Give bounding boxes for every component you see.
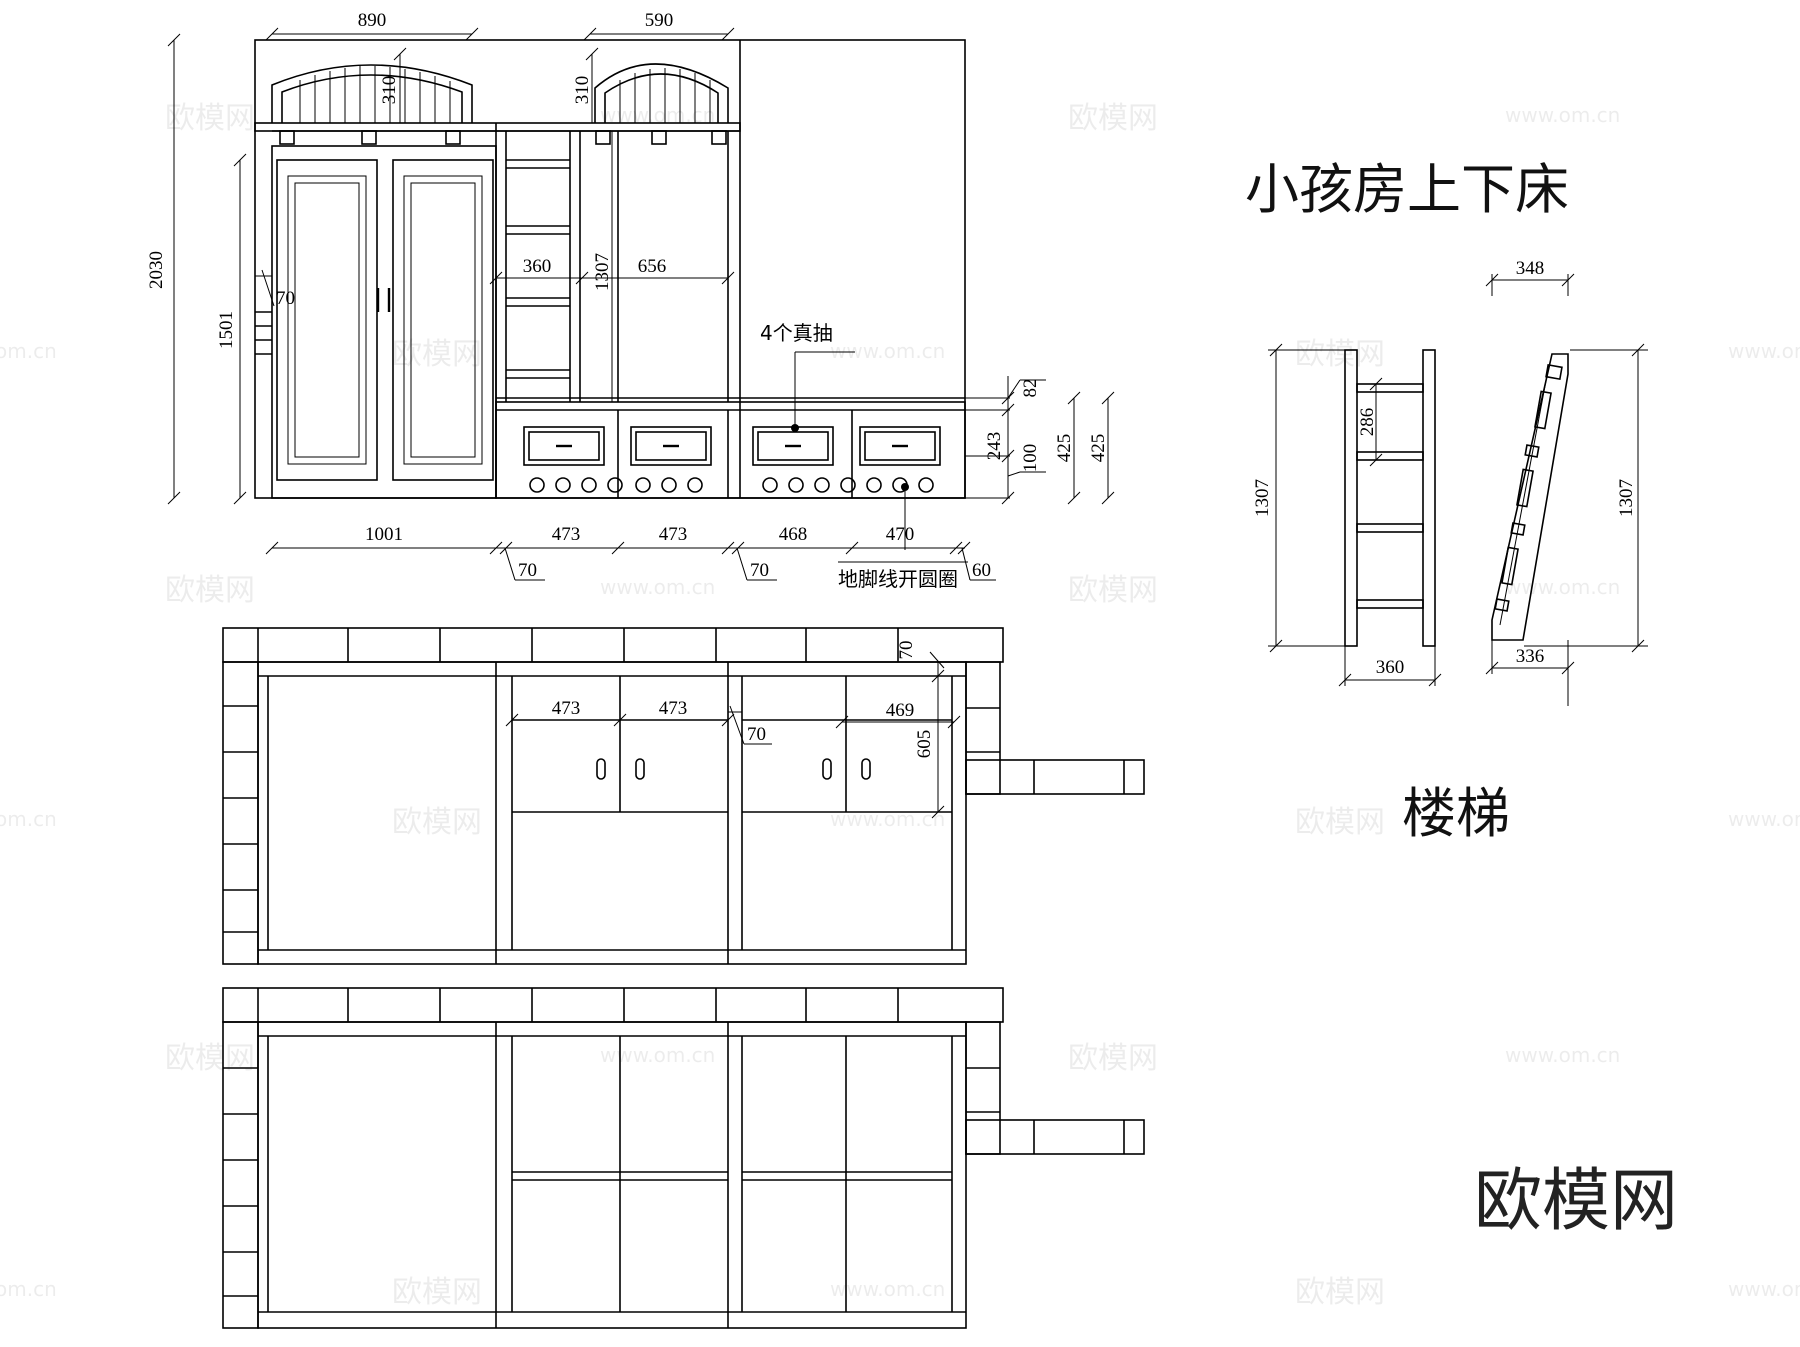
dim-side-70: 70 [276, 288, 295, 309]
ladder-shelf [506, 159, 570, 379]
wardrobe-door-left [276, 159, 378, 481]
watermark-url-short: om.cn [0, 1277, 57, 1301]
note-drawers: 4个真抽 [760, 321, 833, 345]
cabinet-handles [596, 758, 871, 780]
dim-top-right-width: 590 [645, 10, 674, 31]
dim-bottom-3: 468 [779, 524, 808, 545]
watermark-brand: 欧模网 [1068, 101, 1158, 136]
dim-total-height: 2030 [146, 251, 167, 289]
watermark-url: www.om.cn [600, 575, 715, 599]
main-title: 小孩房上下床 [1245, 158, 1569, 221]
watermark-brand: 欧模网 [392, 805, 482, 840]
ladder-dim-left-height: 1307 [1252, 479, 1273, 517]
plan-dim-gap: 70 [747, 724, 766, 745]
dim-arch-left-height: 310 [379, 76, 400, 105]
plan-dim-w3: 469 [886, 700, 915, 721]
baseboard-circles [529, 477, 934, 493]
watermark-url: www.om.cn [1505, 103, 1620, 127]
watermark-url-short: om.cn [0, 807, 57, 831]
watermark-brand: 欧模网 [165, 101, 255, 136]
ladder-dim-top-width: 348 [1516, 258, 1545, 279]
watermark-brand: 欧模网 [1068, 573, 1158, 608]
ladder-dim-front-width: 360 [1376, 657, 1405, 678]
watermark-brand: 欧模网 [392, 1275, 482, 1310]
dim-opening-width: 656 [638, 256, 667, 277]
dim-bottom-0: 1001 [365, 524, 403, 545]
watermark-url: www.om.cn [1728, 807, 1800, 831]
stair-title: 楼梯 [1402, 782, 1510, 845]
dim-243: 243 [984, 432, 1005, 461]
watermark-url: www.om.cn [1505, 575, 1620, 599]
rail-blocks [279, 130, 727, 145]
plan-dim-w1: 473 [552, 698, 581, 719]
arch-right [594, 63, 729, 123]
arch-left-slats [299, 66, 451, 123]
dim-bottom-4: 470 [886, 524, 915, 545]
watermark-url: www.om.cn [1728, 339, 1800, 363]
note-baseboard: 地脚线开圆圈 [838, 567, 958, 591]
dim-425-a: 425 [1054, 434, 1075, 463]
brand-logo: 欧模网 [1474, 1162, 1678, 1241]
note-drawers-pointer [791, 424, 799, 432]
wardrobe-door-right [392, 159, 494, 481]
watermark-brand: 欧模网 [1295, 337, 1385, 372]
ladder-side-view: 348 1307 336 [1485, 258, 1648, 706]
arch-right-inner [604, 73, 719, 123]
plan-dim-depth: 605 [914, 730, 935, 759]
watermark-url: www.om.cn [830, 807, 945, 831]
dim-wardrobe-height: 1501 [216, 311, 237, 349]
arch-right-slats [619, 68, 711, 123]
ladder-dim-side-width: 336 [1516, 646, 1545, 667]
plan-view-top: 473 473 469 70 605 70 [222, 627, 1145, 965]
watermark-url-short: om.cn [0, 339, 57, 363]
plan-dim-corner: 70 [896, 641, 917, 660]
ladder-dim-rung-gap: 286 [1357, 408, 1378, 437]
watermark-brand: 欧模网 [1068, 1041, 1158, 1076]
ladder-dim-right-height: 1307 [1616, 479, 1637, 517]
front-elevation: 890 590 310 310 2030 1501 70 360 656 130… [146, 10, 1115, 591]
dim-82: 82 [1020, 379, 1041, 398]
dim-100: 100 [1020, 444, 1041, 473]
wardrobe [271, 145, 497, 499]
watermark-url: www.om.cn [830, 339, 945, 363]
dim-shelf-height: 1307 [592, 253, 613, 291]
dim-bottom-small-2: 60 [972, 560, 991, 581]
watermark-brand: 欧模网 [165, 1041, 255, 1076]
watermark-brand: 欧模网 [392, 337, 482, 372]
plan-dim-w2: 473 [659, 698, 688, 719]
dim-bottom-small-1: 70 [750, 560, 769, 581]
dim-bottom-2: 473 [659, 524, 688, 545]
watermark-brand: 欧模网 [1295, 805, 1385, 840]
watermark-url: www.om.cn [830, 1277, 945, 1301]
dim-bottom-1: 473 [552, 524, 581, 545]
plan-view-bottom [222, 987, 1145, 1329]
dim-425-b: 425 [1088, 434, 1109, 463]
watermark-brand: 欧模网 [1295, 1275, 1385, 1310]
dim-arch-right-height: 310 [572, 76, 593, 105]
watermark-url: www.om.cn [1505, 1043, 1620, 1067]
dim-top-left-width: 890 [358, 10, 387, 31]
dim-shelf-width: 360 [523, 256, 552, 277]
arch-left-inner [281, 74, 463, 123]
watermark-brand: 欧模网 [165, 573, 255, 608]
dim-bottom-small-0: 70 [518, 560, 537, 581]
watermarks: 欧模网 www.om.cn 欧模网 www.om.cn om.cn 欧模网 ww… [0, 101, 1800, 1310]
ladder-front-view: 1307 286 360 [1252, 343, 1442, 687]
drawer-base [495, 401, 966, 499]
drawer-fronts [523, 426, 941, 466]
watermark-url: www.om.cn [600, 1043, 715, 1067]
arch-left [271, 64, 473, 123]
watermark-url: www.om.cn [1728, 1277, 1800, 1301]
